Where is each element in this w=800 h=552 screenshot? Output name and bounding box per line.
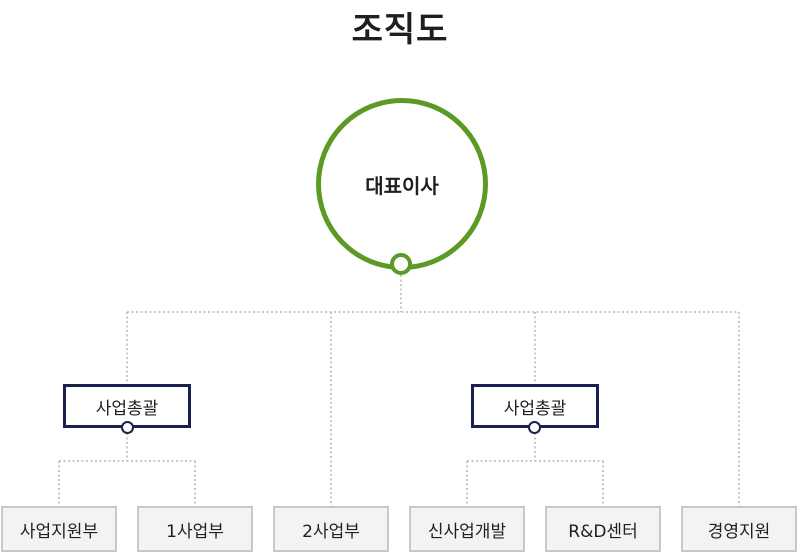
- dept-label: 경영지원: [707, 521, 771, 542]
- chart-title: 조직도: [351, 10, 449, 50]
- manager-left-connector-dot: [121, 421, 134, 434]
- ceo-node: 대표이사: [316, 98, 488, 270]
- ceo-connector-dot: [390, 253, 412, 275]
- dept-management-support: 경영지원: [681, 506, 797, 552]
- dept-label: 신사업개발: [427, 521, 507, 542]
- dept-label: 사업지원부: [19, 521, 99, 542]
- dept-label: R&D센터: [568, 521, 638, 542]
- manager-label: 사업총괄: [95, 398, 159, 419]
- manager-label: 사업총괄: [503, 398, 567, 419]
- dept-business-support: 사업지원부: [1, 506, 117, 552]
- ceo-label: 대표이사: [365, 173, 439, 198]
- dept-label: 2사업부: [302, 521, 360, 542]
- dept-2-division: 2사업부: [273, 506, 389, 552]
- dept-1-division: 1사업부: [137, 506, 253, 552]
- manager-node-right: 사업총괄: [471, 384, 599, 428]
- dept-new-business: 신사업개발: [409, 506, 525, 552]
- dept-label: 1사업부: [166, 521, 224, 542]
- dept-rnd-center: R&D센터: [545, 506, 661, 552]
- manager-right-connector-dot: [528, 421, 541, 434]
